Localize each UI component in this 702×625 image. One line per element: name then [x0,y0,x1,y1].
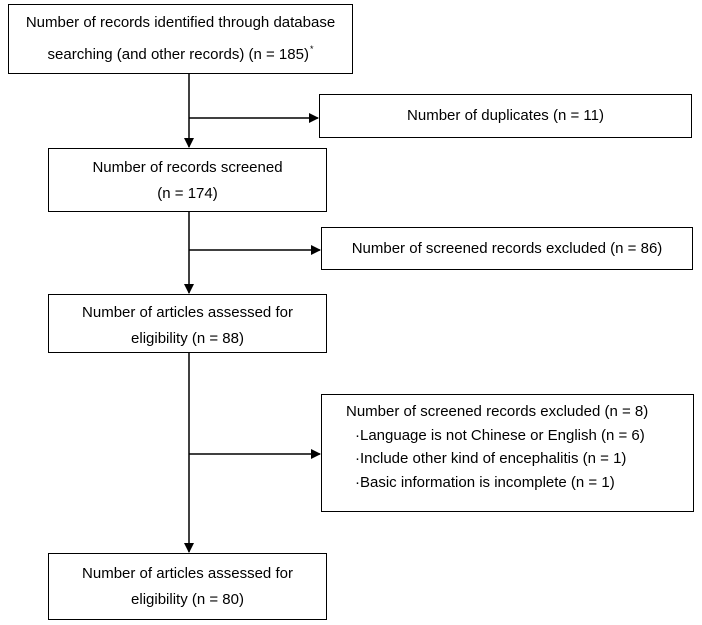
records-screened-line1: Number of records screened [92,159,283,176]
screened-excluded-label: Number of screened records excluded (n =… [351,240,663,257]
final-articles-box: Number of articles assessed for eligibil… [48,553,327,620]
exclusion-reason-item: ·Language is not Chinese or English (n =… [355,426,645,444]
identified-records-line1: Number of records identified through dat… [25,14,336,31]
exclusion-reasons-title: Number of screened records excluded (n =… [346,403,649,420]
duplicates-label: Number of duplicates (n = 11) [407,107,604,124]
exclusion-reason-item: ·Basic information is incomplete (n = 1) [355,473,615,491]
exclusion-reason-item: ·Include other kind of encephalitis (n =… [355,450,627,467]
exclusion-reasons-box: Number of screened records excluded (n =… [321,394,694,512]
records-screened-line2: (n = 174) [157,185,218,202]
identified-records-line2: searching (and other records) (n = 185) [47,46,309,63]
footnote-marker: * [309,44,314,54]
identified-records-line2-wrap: searching (and other records) (n = 185)* [9,36,352,68]
records-screened-box: Number of records screened (n = 174) [48,148,327,212]
screened-excluded-box: Number of screened records excluded (n =… [321,227,693,270]
identified-records-box: Number of records identified through dat… [8,4,353,74]
eligibility-assessed-box: Number of articles assessed for eligibil… [48,294,327,353]
final-articles-line2: eligibility (n = 80) [131,591,244,608]
duplicates-box: Number of duplicates (n = 11) [319,94,692,138]
eligibility-assessed-line2: eligibility (n = 88) [131,330,244,347]
final-articles-line1: Number of articles assessed for [82,565,293,582]
eligibility-assessed-line1: Number of articles assessed for [82,304,293,321]
